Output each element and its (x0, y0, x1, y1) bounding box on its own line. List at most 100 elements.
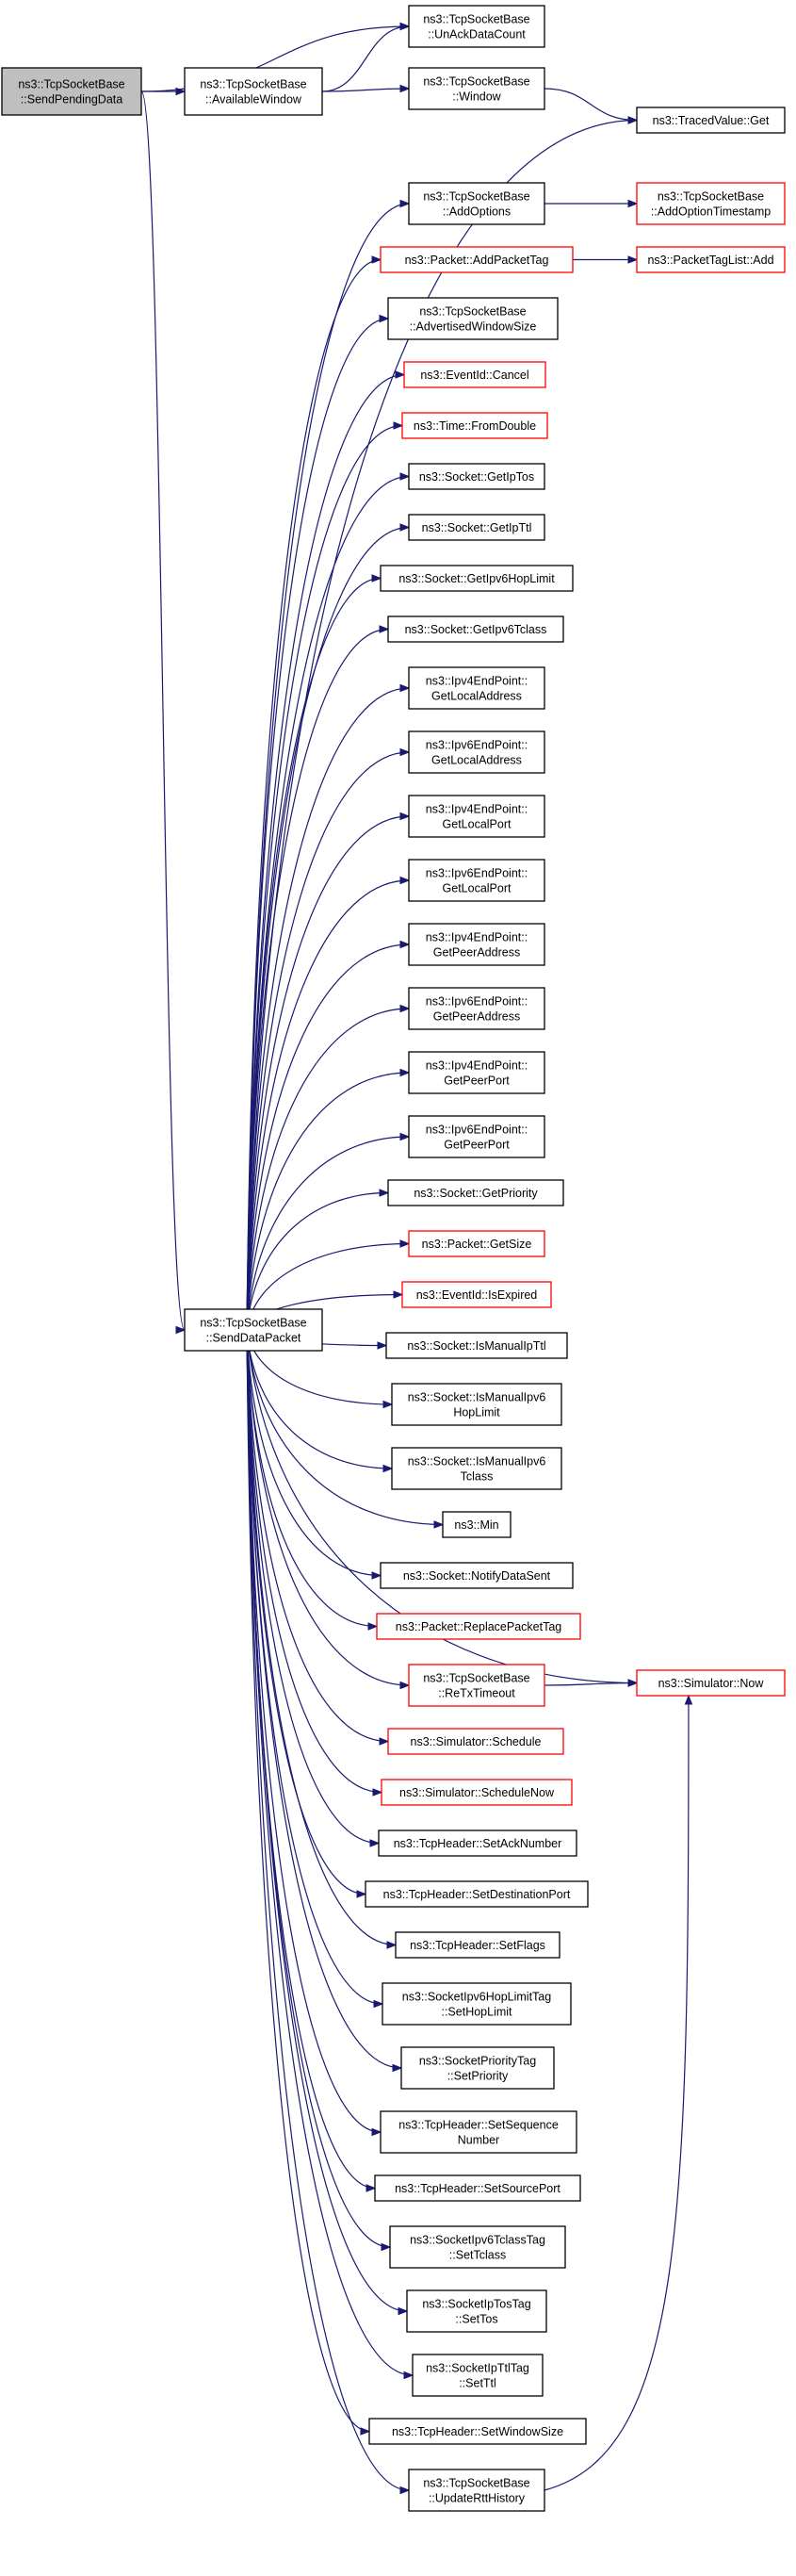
node-n40[interactable]: ns3::TcpHeader::SetFlags (395, 1931, 560, 1959)
node-label: ::SetTclass (449, 2249, 506, 2262)
node-n28[interactable]: ns3::Socket::IsManualIpTtl (385, 1332, 568, 1359)
node-label: ns3::TcpHeader::SetWindowSize (392, 2425, 563, 2438)
node-n12[interactable]: ns3::Time::FromDouble (401, 412, 548, 439)
node-n9[interactable]: ns3::PacketTagList::Add (636, 246, 786, 273)
node-n49[interactable]: ns3::TcpSocketBase::UpdateRttHistory (408, 2469, 545, 2512)
node-label: ns3::Ipv4EndPoint:: (426, 1059, 528, 1073)
node-n6[interactable]: ns3::TcpSocketBase::AddOptions (408, 182, 545, 225)
edge-n5-to-n10 (246, 314, 390, 1331)
node-n18[interactable]: ns3::Ipv6EndPoint::GetLocalAddress (408, 730, 545, 774)
node-n25[interactable]: ns3::Socket::GetPriority (387, 1179, 564, 1206)
node-box (380, 565, 574, 592)
node-n27[interactable]: ns3::EventId::IsExpired (401, 1281, 552, 1308)
edge-line (246, 879, 410, 1331)
node-n45[interactable]: ns3::SocketIpv6TclassTag::SetTclass (389, 2225, 566, 2269)
node-n34[interactable]: ns3::TcpSocketBase::ReTxTimeout (408, 1664, 545, 1707)
edge-n0-to-n5 (140, 90, 187, 1335)
node-n21[interactable]: ns3::Ipv4EndPoint::GetPeerAddress (408, 923, 545, 966)
edge-n5-to-n44 (246, 1329, 377, 2192)
node-label: GetLocalAddress (431, 690, 522, 703)
node-n47[interactable]: ns3::SocketIpTtlTag::SetTtl (412, 2354, 544, 2397)
node-n32[interactable]: ns3::Socket::NotifyDataSent (380, 1562, 574, 1589)
edge-n5-to-n19 (246, 812, 411, 1331)
edge-arrowhead (371, 574, 382, 582)
edge-arrowhead (377, 1341, 388, 1350)
node-n41[interactable]: ns3::SocketIpv6HopLimitTag::SetHopLimit (382, 1982, 572, 2026)
node-box (368, 2418, 587, 2445)
node-n26[interactable]: ns3::Packet::GetSize (408, 1230, 545, 1257)
edge-n5-to-n48 (246, 1329, 371, 2436)
node-n7[interactable]: ns3::TcpSocketBase::AddOptionTimestamp (636, 182, 786, 225)
node-n35[interactable]: ns3::Simulator::Now (636, 1669, 786, 1697)
node-n44[interactable]: ns3::TcpHeader::SetSourcePort (374, 2174, 581, 2202)
node-n31[interactable]: ns3::Min (442, 1511, 512, 1538)
node-n0[interactable]: ns3::TcpSocketBase::SendPendingData (1, 67, 142, 116)
edge-n5-to-n8 (246, 255, 382, 1331)
node-n20[interactable]: ns3::Ipv6EndPoint::GetLocalPort (408, 859, 545, 902)
edge-n5-to-n25 (246, 1189, 390, 1331)
node-n17[interactable]: ns3::Ipv4EndPoint::GetLocalAddress (408, 666, 545, 710)
edge-arrowhead (684, 1694, 693, 1705)
node-n46[interactable]: ns3::SocketIpTosTag::SetTos (406, 2289, 547, 2333)
node-n16[interactable]: ns3::Socket::GetIpv6Tclass (387, 615, 564, 643)
edge-arrowhead (399, 2486, 411, 2495)
node-n38[interactable]: ns3::TcpHeader::SetAckNumber (378, 1829, 577, 1857)
node-label: ns3::SocketPriorityTag (419, 2055, 536, 2068)
edge-n5-to-n30 (246, 1329, 394, 1473)
node-n5[interactable]: ns3::TcpSocketBase::SendDataPacket (184, 1308, 323, 1352)
node-label: ns3::Time::FromDouble (414, 419, 536, 433)
edge-n5-to-n38 (246, 1329, 381, 1847)
node-n39[interactable]: ns3::TcpHeader::SetDestinationPort (365, 1880, 589, 1908)
node-n33[interactable]: ns3::Packet::ReplacePacketTag (376, 1613, 581, 1640)
node-label: ns3::Ipv6EndPoint:: (426, 995, 528, 1009)
node-n10[interactable]: ns3::TcpSocketBase::AdvertisedWindowSize (387, 297, 559, 340)
node-box (385, 1332, 568, 1359)
node-n3[interactable]: ns3::TcpSocketBase::Window (408, 67, 545, 110)
node-n15[interactable]: ns3::Socket::GetIpv6HopLimit (380, 565, 574, 592)
node-n14[interactable]: ns3::Socket::GetIpTtl (408, 514, 545, 541)
node-layer: ns3::TcpSocketBase::SendPendingDatans3::… (1, 5, 786, 2512)
node-n4[interactable]: ns3::TracedValue::Get (636, 107, 786, 134)
node-n24[interactable]: ns3::Ipv6EndPoint::GetPeerPort (408, 1115, 545, 1158)
edge-arrowhead (367, 1622, 379, 1631)
node-n1[interactable]: ns3::TcpSocketBase::AvailableWindow (184, 67, 323, 116)
edge-arrowhead (627, 199, 639, 208)
edge-n1-to-n2 (321, 22, 411, 92)
node-box (387, 1728, 564, 1755)
node-n11[interactable]: ns3::EventId::Cancel (403, 361, 546, 388)
node-n22[interactable]: ns3::Ipv6EndPoint::GetPeerAddress (408, 987, 545, 1030)
edge-arrowhead (371, 2127, 382, 2137)
edge-n5-to-n21 (246, 940, 411, 1331)
node-box (408, 795, 545, 838)
node-n36[interactable]: ns3::Simulator::Schedule (387, 1728, 564, 1755)
edge-n8-to-n9 (573, 255, 639, 264)
edge-arrowhead (372, 1788, 383, 1797)
node-n48[interactable]: ns3::TcpHeader::SetWindowSize (368, 2418, 587, 2445)
node-label: ns3::Ipv4EndPoint:: (426, 675, 528, 688)
node-n42[interactable]: ns3::SocketPriorityTag::SetPriority (400, 2046, 555, 2090)
node-box (401, 1281, 552, 1308)
node-n8[interactable]: ns3::Packet::AddPacketTag (380, 246, 574, 273)
node-label: HopLimit (453, 1406, 500, 1419)
edge-line (246, 1136, 410, 1331)
node-n23[interactable]: ns3::Ipv4EndPoint::GetPeerPort (408, 1051, 545, 1094)
node-box (380, 246, 574, 273)
node-n19[interactable]: ns3::Ipv4EndPoint::GetLocalPort (408, 795, 545, 838)
edge-arrowhead (381, 2242, 392, 2252)
edge-line (140, 90, 186, 1331)
node-n37[interactable]: ns3::Simulator::ScheduleNow (381, 1779, 573, 1806)
node-label: GetPeerAddress (433, 1010, 520, 1024)
node-box (406, 2289, 547, 2333)
node-n2[interactable]: ns3::TcpSocketBase::UnAckDataCount (408, 5, 545, 48)
node-box (636, 1669, 786, 1697)
node-label: ns3::Socket::IsManualIpv6 (408, 1455, 546, 1468)
edge-n3-to-n4 (544, 88, 639, 124)
edge-line (246, 1329, 397, 1946)
node-label: GetLocalAddress (431, 754, 522, 767)
node-n13[interactable]: ns3::Socket::GetIpTos (408, 463, 545, 490)
node-label: ns3::Simulator::Now (658, 1677, 765, 1690)
edge-arrowhead (379, 314, 390, 323)
